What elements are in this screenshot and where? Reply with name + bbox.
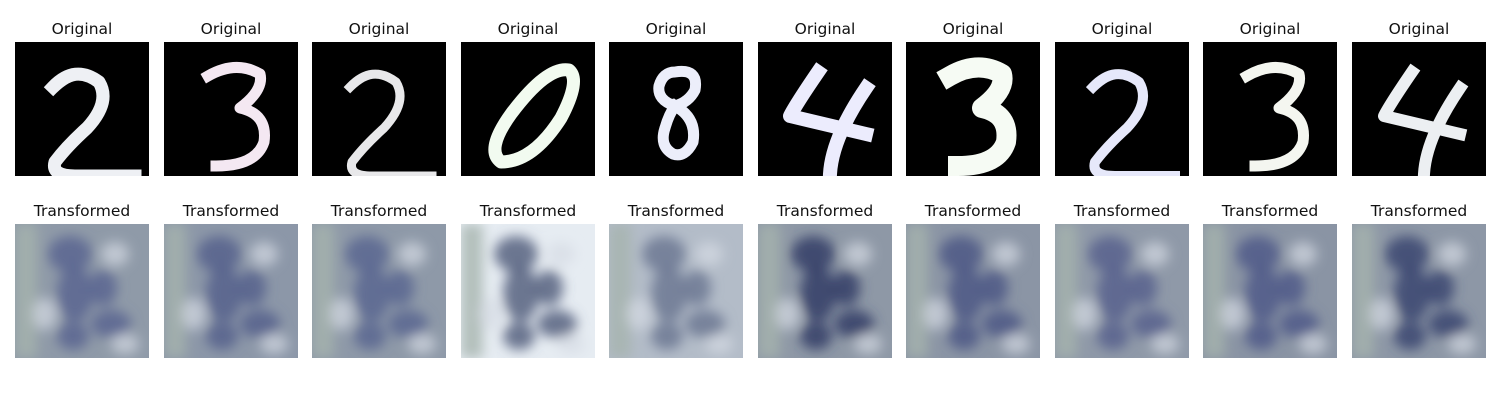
transformed-title: Transformed [924, 202, 1022, 220]
original-digit-image [906, 42, 1040, 176]
digit-stroke [936, 57, 1017, 176]
original-digit-image [1203, 42, 1337, 176]
transformed-image [758, 224, 892, 358]
digit-stroke [43, 67, 142, 176]
original-title: Original [645, 20, 707, 38]
original-title: Original [51, 20, 113, 38]
transformed-image [609, 224, 743, 358]
original-digit-image [609, 42, 743, 176]
original-digit-image [1055, 42, 1189, 176]
original-title: Original [1091, 20, 1153, 38]
digit-stroke [1378, 63, 1469, 176]
transformed-image [1352, 224, 1486, 358]
transformed-title: Transformed [1370, 202, 1468, 220]
transformed-title: Transformed [776, 202, 874, 220]
transformed-title: Transformed [33, 202, 131, 220]
digit-stroke [783, 62, 876, 176]
transformed-image [1055, 224, 1189, 358]
original-title: Original [200, 20, 262, 38]
digit-stroke [1085, 69, 1180, 176]
original-title: Original [942, 20, 1004, 38]
original-title: Original [497, 20, 559, 38]
original-digit-image [312, 42, 446, 176]
original-digit-image [461, 42, 595, 176]
transformed-title: Transformed [627, 202, 725, 220]
transformed-image [164, 224, 298, 358]
original-title: Original [348, 20, 410, 38]
original-title: Original [1388, 20, 1450, 38]
digit-stroke [200, 62, 270, 172]
transformed-title: Transformed [330, 202, 428, 220]
transformed-image [461, 224, 595, 358]
digit-stroke [653, 65, 702, 161]
transformed-title: Transformed [182, 202, 280, 220]
transformed-title: Transformed [1221, 202, 1319, 220]
transformed-image [906, 224, 1040, 358]
original-digit-image [164, 42, 298, 176]
transformed-image [312, 224, 446, 358]
digit-stroke [1239, 62, 1309, 172]
original-digit-image [758, 42, 892, 176]
transformed-image [1203, 224, 1337, 358]
transformed-image [15, 224, 149, 358]
original-title: Original [794, 20, 856, 38]
original-title: Original [1239, 20, 1301, 38]
digit-stroke [343, 69, 437, 176]
original-digit-image [15, 42, 149, 176]
digit-stroke [488, 63, 580, 169]
transformed-title: Transformed [1073, 202, 1171, 220]
original-digit-image [1352, 42, 1486, 176]
transformed-title: Transformed [479, 202, 577, 220]
